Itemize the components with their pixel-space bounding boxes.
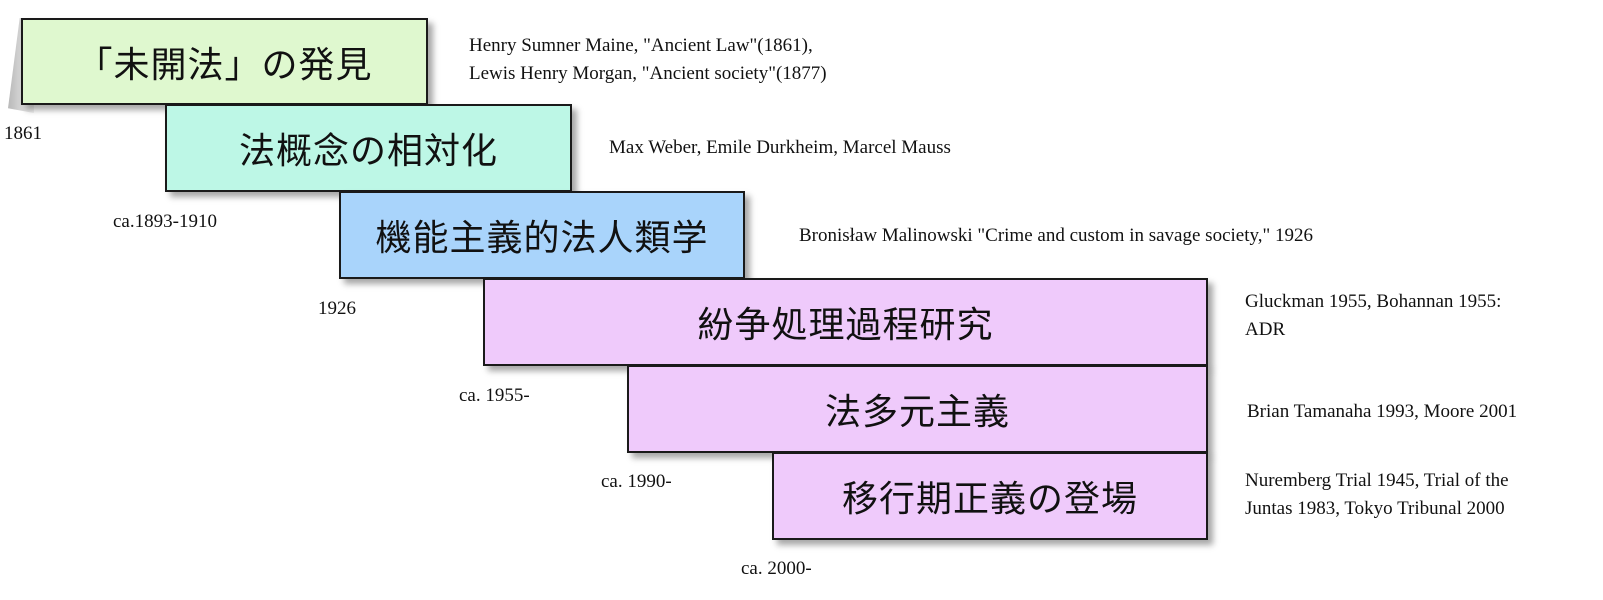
step-box-6: 移行期正義の登場 [772, 452, 1208, 540]
step-note-6-line-1: Nuremberg Trial 1945, Trial of the [1245, 470, 1509, 491]
step-note-2: Max Weber, Emile Durkheim, Marcel Mauss [609, 134, 951, 162]
step-note-4-line-2: ADR [1245, 319, 1286, 340]
step-title-6: 移行期正義の登場 [841, 479, 1138, 520]
step-date-1: 1861 [4, 123, 42, 144]
step-note-5-line-1: Brian Tamanaha 1993, Moore 2001 [1247, 401, 1518, 422]
step-title-5: 法多元主義 [824, 392, 1010, 433]
step-note-3: Bronisław Malinowski "Crime and custom i… [799, 222, 1313, 250]
step-box-3: 機能主義的法人類学 [339, 191, 745, 279]
step-title-1: 「未開法」の発見 [76, 44, 373, 86]
step-title-3: 機能主義的法人類学 [375, 218, 709, 259]
step-note-1: Henry Sumner Maine, "Ancient Law"(1861),… [469, 32, 827, 88]
step-note-5: Brian Tamanaha 1993, Moore 2001 [1247, 398, 1517, 426]
step-note-6: Nuremberg Trial 1945, Trial of the Junta… [1245, 467, 1509, 523]
step-date-3: 1926 [318, 298, 356, 319]
step-note-4: Gluckman 1955, Bohannan 1955: ADR [1245, 288, 1501, 344]
step-note-2-line-1: Max Weber, Emile Durkheim, Marcel Mauss [609, 137, 951, 158]
step-box-1: 「未開法」の発見 [21, 18, 428, 105]
step-date-6: ca. 2000- [741, 558, 812, 579]
step-note-1-line-2: Lewis Henry Morgan, "Ancient society"(18… [469, 63, 827, 84]
step-box-5: 法多元主義 [627, 365, 1208, 453]
step-note-1-line-1: Henry Sumner Maine, "Ancient Law"(1861), [469, 35, 813, 56]
step-date-5: ca. 1990- [601, 471, 672, 492]
step-note-6-line-2: Juntas 1983, Tokyo Tribunal 2000 [1245, 498, 1505, 519]
step-box-4: 紛争処理過程研究 [483, 278, 1208, 366]
step-note-3-line-1: Bronisław Malinowski "Crime and custom i… [799, 225, 1314, 246]
step-box-2: 法概念の相対化 [165, 104, 572, 192]
step-title-4: 紛争処理過程研究 [697, 305, 994, 346]
step-date-4: ca. 1955- [459, 385, 530, 406]
step-title-2: 法概念の相対化 [238, 131, 498, 172]
step-note-4-line-1: Gluckman 1955, Bohannan 1955: [1245, 291, 1502, 312]
step-date-2: ca.1893-1910 [113, 211, 217, 232]
